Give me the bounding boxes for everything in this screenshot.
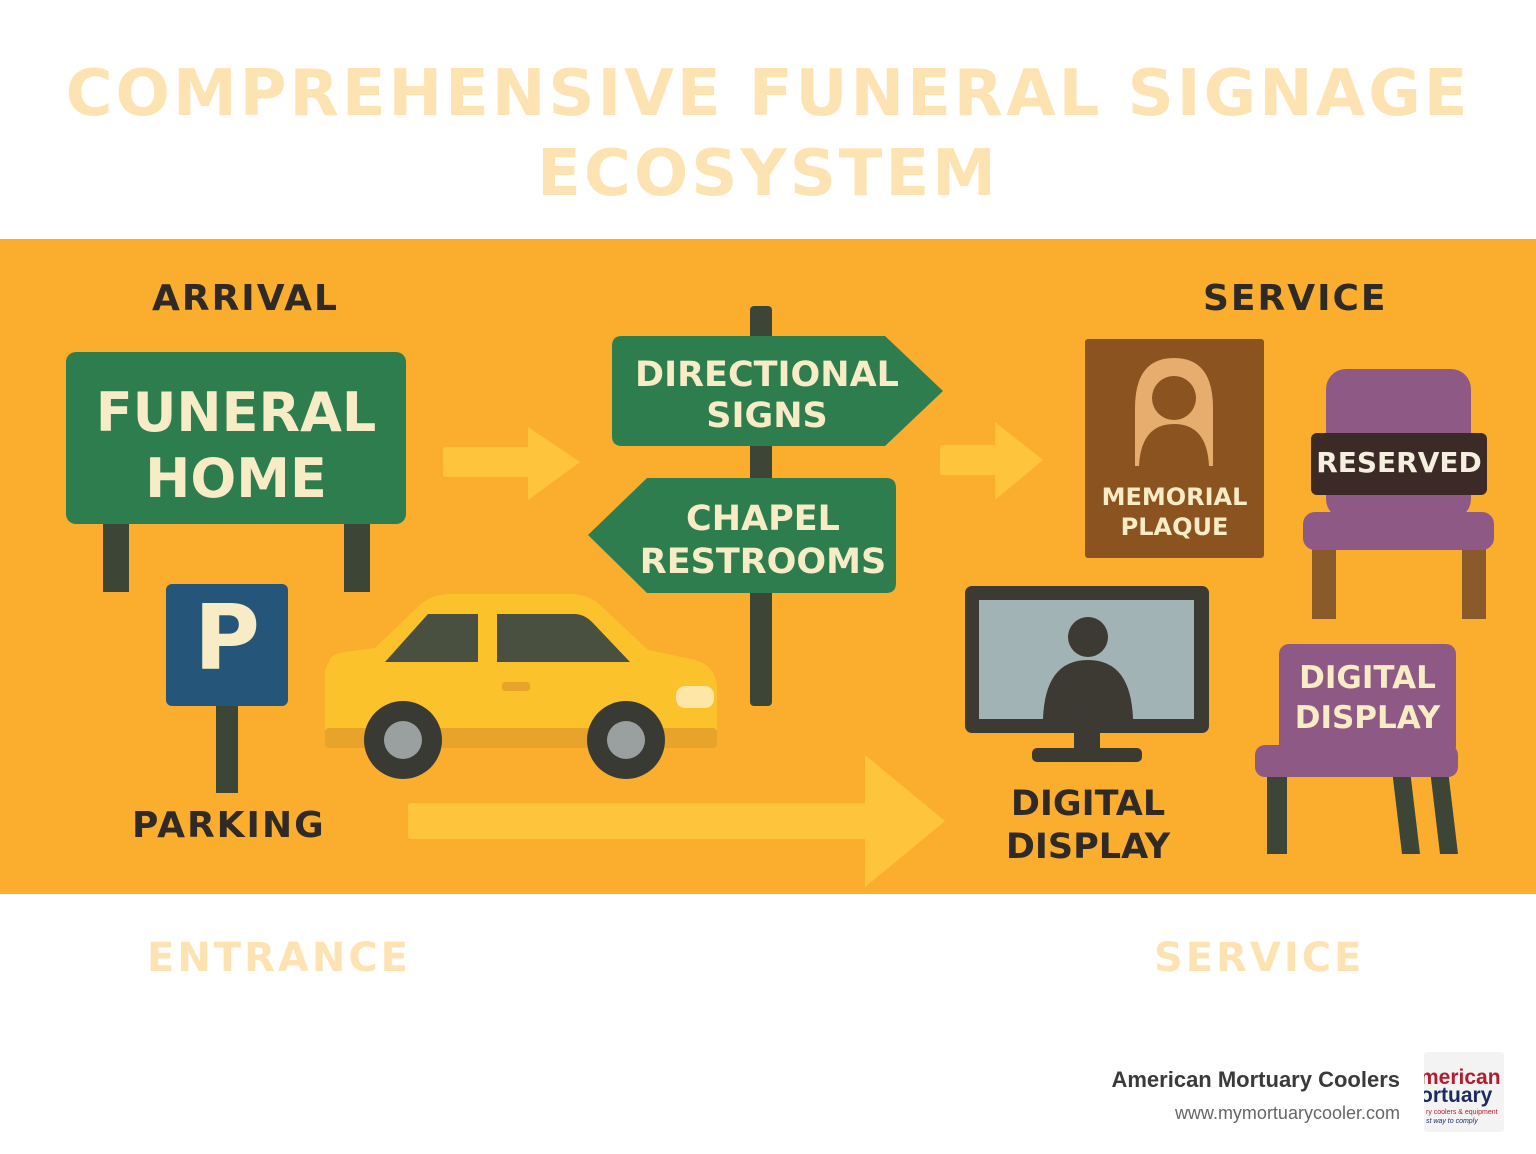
chair-icon xyxy=(1303,369,1494,619)
arrow-right-icon xyxy=(443,427,580,500)
funeral-home-line-1: FUNERAL xyxy=(95,381,377,444)
brand-block: American Mortuary Coolers www.mymortuary… xyxy=(1111,1067,1400,1124)
funeral-home-line-2: HOME xyxy=(145,446,327,510)
footer-label-service: SERVICE xyxy=(1154,935,1365,981)
chair-icon xyxy=(1255,644,1458,854)
title-line-2: ECOSYSTEM xyxy=(537,137,999,211)
logo-line-4: st way to comply xyxy=(1426,1118,1478,1125)
logo-line-1: merican xyxy=(1424,1066,1501,1089)
memorial-plaque xyxy=(1085,339,1264,558)
monitor-icon xyxy=(965,586,1209,762)
arrow-right-icon xyxy=(940,422,1043,500)
monitor-label-line-1: DIGITAL xyxy=(1010,784,1166,824)
parking-sign xyxy=(166,584,288,793)
monitor-label-line-2: DISPLAY xyxy=(1005,826,1171,867)
memorial-plaque-text: MEMORIAL PLAQUE xyxy=(1085,482,1264,542)
reserved-text: RESERVED xyxy=(1316,446,1482,479)
funeral-home-sign xyxy=(66,352,406,592)
directional-signpost xyxy=(588,306,943,706)
car-icon xyxy=(325,594,717,779)
chapel-line-2: RESTROOMS xyxy=(639,542,887,583)
memorial-line-2: PLAQUE xyxy=(1120,513,1229,541)
digital-display-chair-text: DIGITAL DISPLAY xyxy=(1279,659,1456,738)
brand-logo: merican ortuary ry coolers & equipment s… xyxy=(1424,1052,1504,1132)
chapel-restrooms-text: CHAPEL RESTROOMS xyxy=(618,498,908,585)
section-label-arrival: ARRIVAL xyxy=(152,278,339,319)
section-label-service: SERVICE xyxy=(1203,278,1388,319)
parking-label: PARKING xyxy=(132,805,326,846)
directional-signs-text: DIRECTIONAL SIGNS xyxy=(612,355,922,438)
parking-symbol: P xyxy=(194,586,260,691)
logo-line-2: ortuary xyxy=(1424,1084,1493,1107)
title-line-1: COMPREHENSIVE FUNERAL SIGNAGE xyxy=(65,57,1471,131)
brand-url: www.mymortuarycooler.com xyxy=(1174,1103,1400,1123)
arrow-right-icon xyxy=(408,755,945,887)
chair-display-line-2: DISPLAY xyxy=(1294,699,1441,736)
footer-label-entrance: ENTRANCE xyxy=(147,935,411,981)
directional-line-2: SIGNS xyxy=(706,396,828,437)
logo-line-3: ry coolers & equipment xyxy=(1426,1109,1498,1116)
digital-display-monitor-label: DIGITAL DISPLAY xyxy=(1002,783,1174,868)
chair-display-line-1: DIGITAL xyxy=(1299,660,1436,696)
person-silhouette-icon xyxy=(1043,617,1133,719)
directional-line-1: DIRECTIONAL xyxy=(635,355,899,395)
funeral-home-text: FUNERAL HOME xyxy=(66,380,406,512)
chapel-line-1: CHAPEL xyxy=(686,499,840,539)
brand-name: American Mortuary Coolers xyxy=(1111,1067,1400,1092)
person-silhouette-icon xyxy=(1139,376,1209,466)
memorial-line-1: MEMORIAL xyxy=(1101,483,1248,511)
